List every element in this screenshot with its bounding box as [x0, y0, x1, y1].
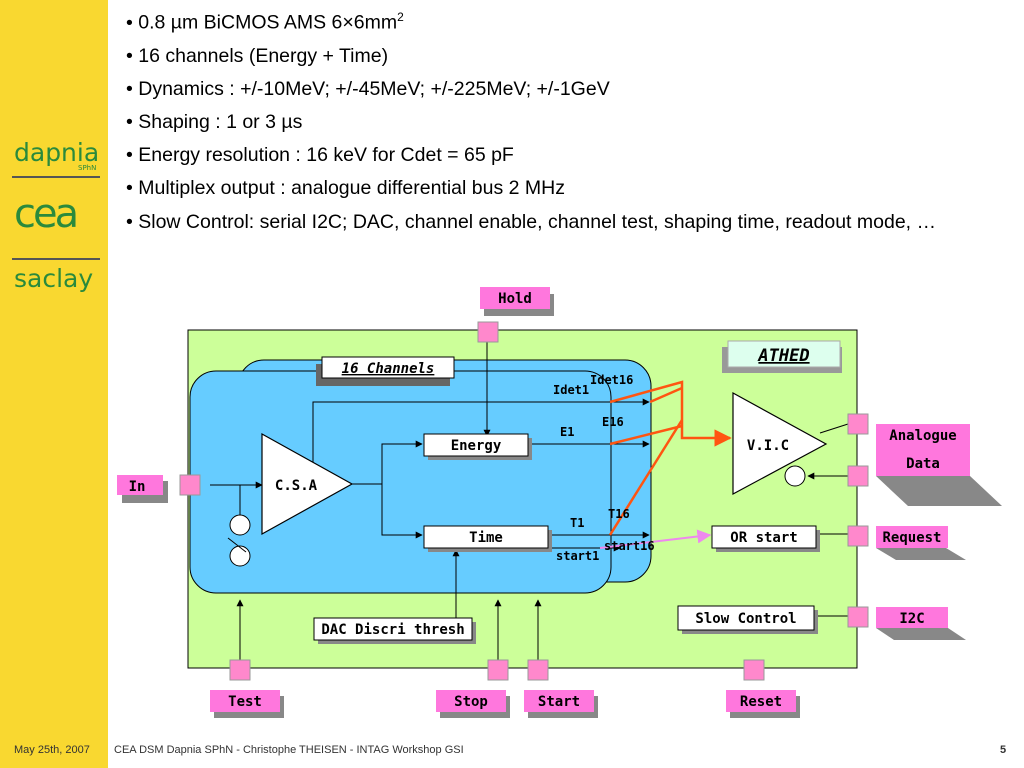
bullet-item: Multiplex output : analogue differential… — [126, 177, 1006, 200]
hold-pin — [480, 287, 550, 309]
label-start1: start1 — [556, 549, 599, 563]
vic-out-plus-line — [819, 423, 849, 434]
stop-pad — [487, 659, 509, 681]
idet-line — [312, 398, 650, 482]
channel-1-block — [189, 370, 612, 594]
reset-pin — [726, 690, 796, 712]
label-e16: E16 — [602, 415, 624, 429]
test-pin — [210, 690, 280, 712]
footer-date: May 25th, 2007 — [14, 744, 90, 756]
request-pin-shadow — [876, 548, 966, 560]
channels-label-box — [321, 356, 455, 379]
channels-label: 16 Channels — [342, 361, 435, 377]
logo-divider — [12, 176, 100, 178]
logo-saclay: saclay — [14, 264, 94, 293]
csa-amplifier — [261, 432, 354, 536]
csa-to-energy-line — [350, 440, 423, 485]
idet-bus-line — [609, 380, 732, 447]
analogue-plus-pad — [847, 413, 869, 435]
dac-label: DAC Discri thresh — [321, 622, 464, 638]
analogue-pin-shadow — [876, 476, 1002, 506]
switch-bar — [227, 537, 247, 553]
slow-control-block — [677, 605, 815, 631]
athed-label-box — [727, 340, 841, 368]
bullet-item: Dynamics : +/-10MeV; +/-45MeV; +/-225MeV… — [126, 78, 1006, 101]
label-idet1: Idet1 — [553, 383, 589, 397]
dac-block — [313, 617, 473, 641]
bullet-item: Energy resolution : 16 keV for Cdet = 65… — [126, 144, 1006, 167]
in-pin — [117, 475, 163, 495]
bullet-item: 0.8 µm BiCMOS AMS 6×6mm2 — [126, 6, 1006, 35]
bullet-item: 16 channels (Energy + Time) — [126, 45, 1006, 68]
test-switch — [229, 545, 251, 567]
logo-cea: cea — [14, 191, 79, 237]
test-capacitor — [229, 514, 251, 536]
i2c-pad — [847, 606, 869, 628]
csa-to-time-line — [381, 484, 423, 539]
stop-pin-label: Stop — [454, 694, 488, 710]
bullet-item: Slow Control: serial I2C; DAC, channel e… — [126, 211, 1006, 234]
t-bus-line — [608, 419, 684, 536]
vic-inverter — [784, 465, 806, 487]
label-idet16: Idet16 — [590, 373, 633, 387]
analogue-pin-label-1: Analogue — [889, 428, 956, 444]
vic-label: V.I.C — [747, 438, 789, 454]
label-e1: E1 — [560, 425, 574, 439]
start-pin-label: Start — [538, 694, 580, 710]
label-start16: start16 — [604, 539, 655, 553]
footer-center: CEA DSM Dapnia SPhN - Christophe THEISEN… — [114, 744, 464, 756]
bullet-item: Shaping : 1 or 3 µs — [126, 111, 1006, 134]
test-pin-label: Test — [228, 694, 262, 710]
time-block — [423, 525, 549, 549]
analogue-pin-label-2: Data — [906, 456, 940, 472]
footer-page-number: 5 — [1000, 744, 1007, 756]
energy-label: Energy — [451, 438, 502, 454]
start-pin — [524, 690, 594, 712]
time-label: Time — [469, 530, 503, 546]
label-t1: T1 — [570, 516, 584, 530]
analogue-minus-pad — [847, 465, 869, 487]
csa-label: C.S.A — [275, 478, 318, 494]
start-pad — [527, 659, 549, 681]
or-start-block — [711, 525, 817, 549]
stop-pin — [436, 690, 506, 712]
request-pad — [847, 525, 869, 547]
i2c-pin-label: I2C — [899, 611, 924, 627]
hold-pad — [477, 321, 499, 343]
bullet-list: 0.8 µm BiCMOS AMS 6×6mm2 16 channels (En… — [126, 6, 1006, 244]
i2c-pin — [876, 607, 948, 628]
analogue-pin — [876, 424, 970, 476]
logo-sphn: SPhN — [78, 164, 97, 172]
athed-label: ATHED — [757, 346, 809, 366]
in-pin-label: In — [129, 479, 146, 495]
request-pin — [876, 526, 948, 548]
start-or-line — [599, 529, 712, 549]
label-t16: T16 — [608, 507, 630, 521]
logo-dapnia: dapnia — [14, 138, 100, 167]
reset-pad — [743, 659, 765, 681]
slow-control-label: Slow Control — [695, 611, 796, 627]
or-start-label: OR start — [730, 530, 797, 546]
reset-pin-label: Reset — [740, 694, 782, 710]
sidebar: dapnia SPhN cea saclay — [0, 0, 108, 768]
e-bus-line — [609, 424, 683, 446]
i2c-pin-shadow — [876, 628, 966, 640]
logo-divider — [12, 258, 100, 260]
request-pin-label: Request — [882, 530, 941, 546]
test-pad — [229, 659, 251, 681]
vic-amplifier — [732, 391, 828, 496]
in-pad — [179, 474, 201, 496]
energy-block — [423, 433, 529, 457]
hold-pin-label: Hold — [498, 291, 532, 307]
idet16-bus-line — [649, 386, 683, 404]
